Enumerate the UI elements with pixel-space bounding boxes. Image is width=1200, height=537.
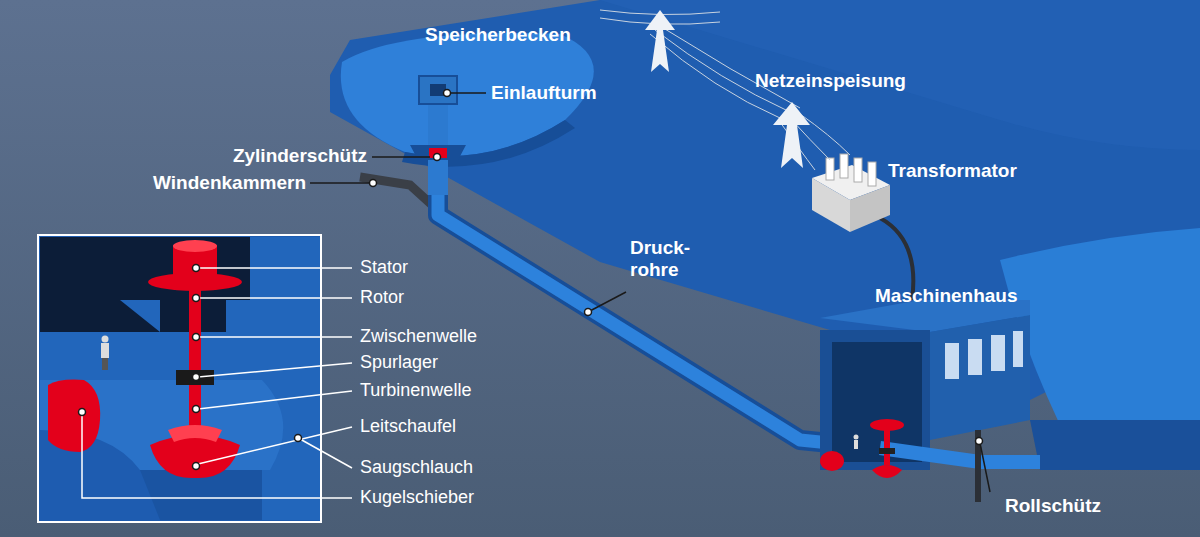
part-label: Zwischenwelle [360,326,477,347]
intake-shaft [428,100,448,200]
illustration-part [976,438,983,445]
part-label: Zylinderschütz [233,145,367,167]
illustration-part [854,158,862,182]
intake-tower [419,76,457,104]
illustration-part [193,374,200,381]
part-label: Druck- rohre [630,237,710,281]
illustration-part [991,335,1005,371]
illustration-part [300,439,352,468]
part-label: Rollschütz [1005,495,1101,517]
part-label: Einlaufturm [491,82,597,104]
thrust-bearing [176,370,214,385]
illustration-part [840,154,848,178]
shaft [189,283,201,443]
reservoir-shore [402,120,575,167]
person-body [101,343,109,358]
illustration-part [193,406,200,413]
penstock-water [438,195,880,448]
illustration-part [193,295,200,302]
powerhouse-interior [832,342,922,462]
illustration-part [588,292,626,312]
person-legs [102,358,108,370]
illustration-part [585,309,592,316]
person-small [854,435,859,440]
illustration-part [826,158,834,180]
illustration-part [372,156,430,158]
illustration-part [660,26,800,108]
illustration-part [198,391,352,409]
part-label: Maschinenhaus [875,285,1018,307]
winch-chamber [360,177,432,205]
ground-front [1030,420,1200,470]
illustration-part [193,463,200,470]
illustration-part [193,265,200,272]
illustration-part [980,443,990,492]
pylon [645,10,675,72]
runner-small [872,465,902,478]
draft-tube [880,448,1040,462]
illustration-part [310,182,370,184]
part-label: Transformator [888,160,1017,182]
illustration-part [800,114,850,155]
ball-valve-small [820,451,844,471]
transformer-side [850,185,890,232]
powerhouse-side [930,315,1030,440]
person [102,336,109,343]
illustration-part [370,180,377,187]
part-label: Stator [360,257,408,278]
part-label: Leitschaufel [360,416,456,437]
bearing-small [879,448,895,454]
stator-top [173,240,217,252]
inset-leader-lines [82,268,352,498]
part-label: Saugschlauch [360,457,473,478]
part-label: Rotor [360,287,404,308]
shaft-small [884,425,890,465]
guide-vane [168,425,222,442]
inset-frame [38,235,321,522]
area-label: Speicherbecken [425,24,571,46]
illustration-part [450,92,486,94]
illustration-part [434,154,441,161]
illustration-part [868,162,876,186]
inset-leader-dots [79,265,302,470]
ball-valve [48,380,100,452]
part-label: Kugelschieber [360,487,474,508]
person-small-body [854,440,858,449]
part-label: Netzeinspeisung [755,70,906,92]
transformer-front [812,178,850,232]
illustration-part [295,435,302,442]
illustration-part [82,414,352,498]
transformer-bushings [826,154,876,186]
mountain-ridge [600,0,1200,150]
illustration-part [198,427,352,464]
illustration-part [79,409,86,416]
illustration-part [968,339,982,375]
illustration-part [444,90,451,97]
part-label: Spurlager [360,352,438,373]
illustration-part [198,336,352,338]
penstock [438,195,880,448]
illustration-part [945,343,959,379]
part-label: Turbinenwelle [360,380,471,401]
illustration-part [198,267,352,269]
illustration-part [193,334,200,341]
illustration-part [198,297,352,299]
illustration-part [1013,331,1023,367]
illustration-part [198,363,352,377]
powerhouse-windows [945,331,1023,379]
part-label: Windenkammern [153,172,306,194]
pylon [773,102,810,168]
